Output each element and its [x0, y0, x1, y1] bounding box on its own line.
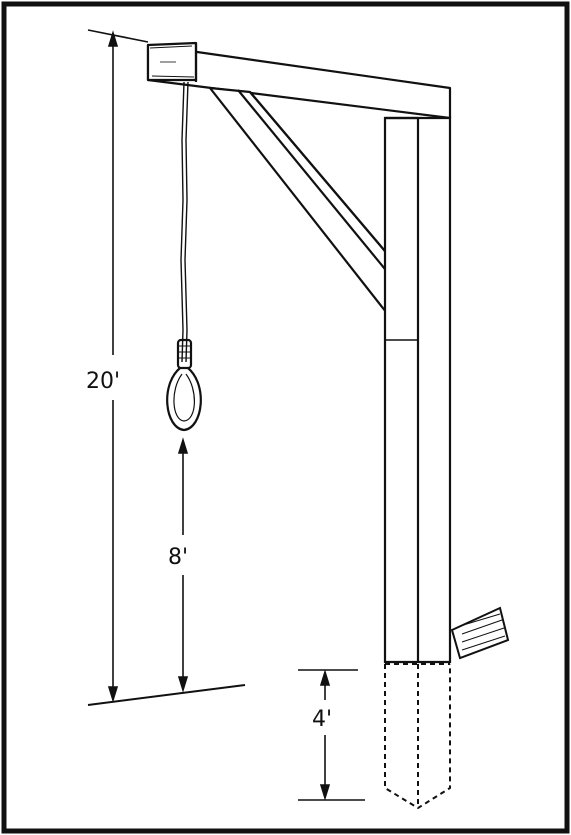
dimension-8ft	[177, 437, 189, 693]
side-bracket	[450, 606, 510, 660]
rope	[180, 81, 189, 363]
noose	[166, 338, 202, 432]
label-4ft: 4'	[312, 707, 332, 732]
label-8ft: 8'	[168, 545, 188, 570]
ground-line	[87, 684, 246, 706]
crossbeam	[146, 41, 452, 120]
dimension-20ft	[87, 29, 149, 703]
dimension-4ft	[298, 669, 365, 801]
upright-post	[383, 116, 452, 664]
label-20ft: 20'	[86, 369, 120, 394]
buried-post	[384, 663, 451, 810]
